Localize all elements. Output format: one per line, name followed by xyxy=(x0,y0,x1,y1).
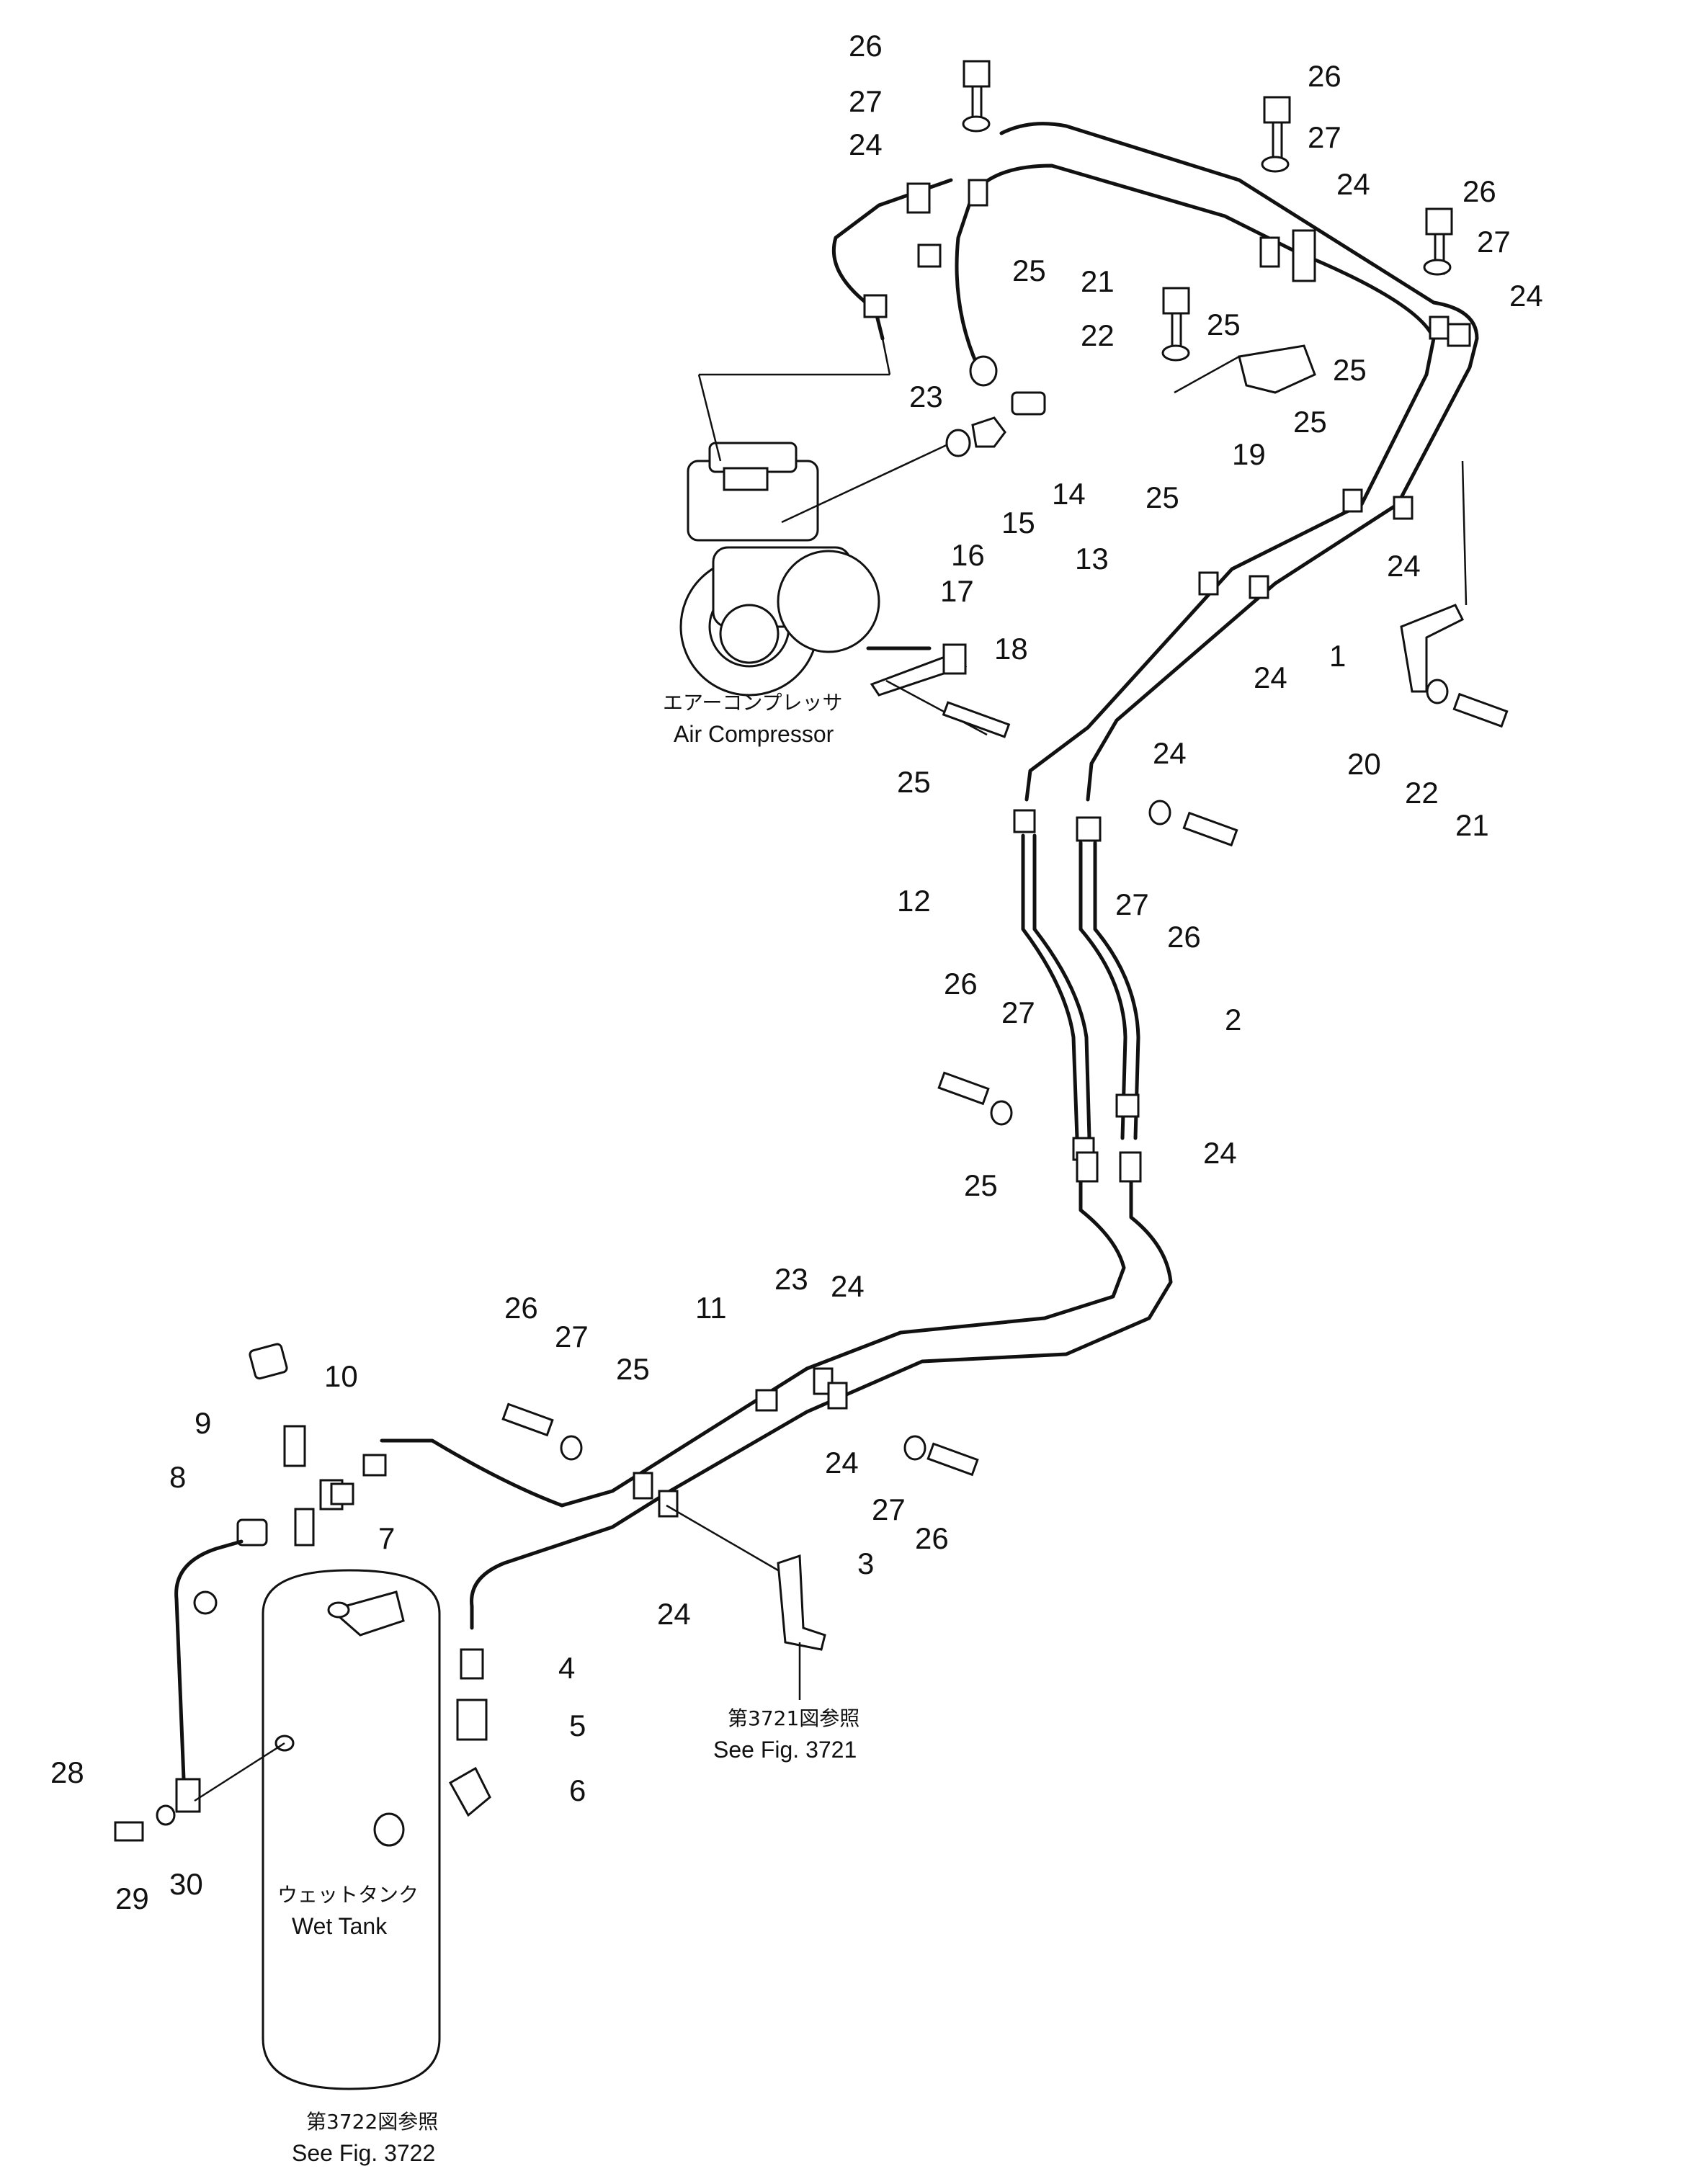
callout-26: 26 xyxy=(1308,59,1341,93)
ref-3721-label-en: See Fig. 3721 xyxy=(713,1737,857,1763)
callout-29: 29 xyxy=(115,1881,149,1915)
callout-16: 16 xyxy=(951,538,985,572)
ref-3722-label-jp: 第3722図参照 xyxy=(306,2110,438,2134)
ref-3722-label-en: See Fig. 3722 xyxy=(292,2140,435,2166)
callout-26: 26 xyxy=(504,1291,538,1325)
ref-3721-label-jp: 第3721図参照 xyxy=(728,1706,859,1730)
callout-9: 9 xyxy=(195,1406,211,1440)
callout-11: 11 xyxy=(695,1291,727,1325)
callout-25: 25 xyxy=(1333,353,1367,387)
callout-12: 12 xyxy=(897,884,931,918)
callout-3: 3 xyxy=(857,1547,874,1580)
callout-25: 25 xyxy=(897,765,931,799)
callout-6: 6 xyxy=(569,1773,586,1807)
callout-24: 24 xyxy=(1509,279,1543,313)
callout-30: 30 xyxy=(169,1867,203,1901)
callout-13: 13 xyxy=(1075,542,1109,576)
air-compressor-label-en: Air Compressor xyxy=(674,721,834,747)
callout-2: 2 xyxy=(1225,1003,1241,1037)
callout-21: 21 xyxy=(1081,264,1115,298)
callout-23: 23 xyxy=(774,1262,808,1296)
callout-25: 25 xyxy=(616,1352,650,1386)
callout-18: 18 xyxy=(994,632,1028,666)
callout-24: 24 xyxy=(849,127,883,161)
callout-27: 27 xyxy=(555,1320,589,1353)
callout-25: 25 xyxy=(1293,405,1327,439)
callout-26: 26 xyxy=(1167,920,1201,954)
callout-26: 26 xyxy=(1463,174,1496,208)
callout-24: 24 xyxy=(1387,549,1421,583)
callout-5: 5 xyxy=(569,1709,586,1742)
callout-26: 26 xyxy=(944,967,978,1001)
callout-1: 1 xyxy=(1329,639,1346,673)
callout-25: 25 xyxy=(1012,254,1046,287)
callout-22: 22 xyxy=(1081,318,1115,352)
callout-24: 24 xyxy=(657,1597,691,1631)
callout-24: 24 xyxy=(831,1269,865,1303)
callout-27: 27 xyxy=(1001,995,1035,1029)
callout-27: 27 xyxy=(1115,887,1149,921)
callout-24: 24 xyxy=(1153,736,1187,770)
wet-tank-label-jp: ウェットタンク xyxy=(277,1883,419,1907)
callout-24: 24 xyxy=(825,1446,859,1480)
callout-21: 21 xyxy=(1455,808,1489,842)
air-compressor xyxy=(679,442,880,697)
callout-28: 28 xyxy=(50,1755,84,1789)
callout-27: 27 xyxy=(849,84,883,118)
callout-27: 27 xyxy=(1308,120,1341,154)
callout-17: 17 xyxy=(940,574,974,608)
callout-26: 26 xyxy=(915,1521,949,1555)
hose-2 xyxy=(1076,816,1140,1140)
callout-24: 24 xyxy=(1203,1136,1237,1170)
callout-8: 8 xyxy=(169,1460,186,1494)
callout-24: 24 xyxy=(1254,661,1287,694)
callout-24: 24 xyxy=(1336,167,1370,201)
callout-19: 19 xyxy=(1232,437,1266,471)
callout-22: 22 xyxy=(1405,776,1439,810)
air-compressor-label-jp: エアーコンプレッサ xyxy=(663,691,842,715)
callout-23: 23 xyxy=(909,380,943,413)
callout-26: 26 xyxy=(849,29,883,63)
callout-27: 27 xyxy=(872,1492,906,1526)
wet-tank-label-en: Wet Tank xyxy=(292,1913,388,1939)
callout-7: 7 xyxy=(378,1521,395,1555)
callout-25: 25 xyxy=(1207,308,1241,341)
callout-4: 4 xyxy=(558,1651,575,1685)
callout-25: 25 xyxy=(964,1168,998,1202)
callout-10: 10 xyxy=(324,1359,358,1393)
callout-27: 27 xyxy=(1477,225,1511,259)
callout-14: 14 xyxy=(1052,477,1086,511)
callout-15: 15 xyxy=(1001,506,1035,540)
callout-25: 25 xyxy=(1146,480,1179,514)
callout-20: 20 xyxy=(1347,747,1381,781)
wet-tank xyxy=(262,1569,441,2090)
